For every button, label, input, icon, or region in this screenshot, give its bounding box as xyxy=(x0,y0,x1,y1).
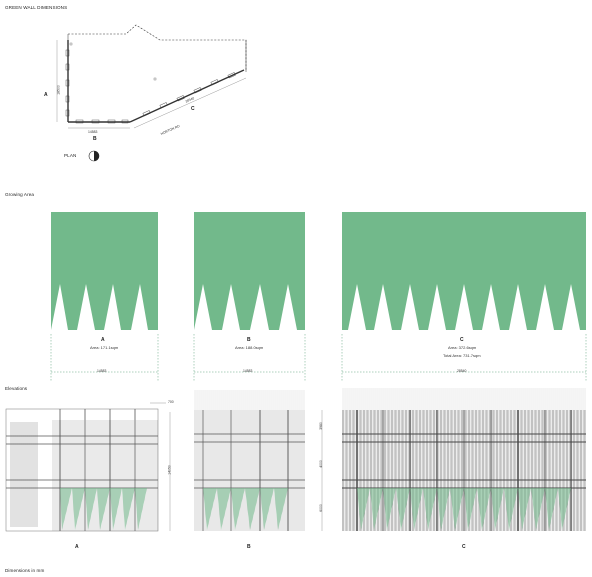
plan-side-c: C xyxy=(191,106,195,112)
footer-note: Dimensions in mm xyxy=(5,568,45,573)
panel-a-dim: 14583 xyxy=(97,369,107,373)
panel-c-letter: C xyxy=(460,337,464,343)
elevation-c xyxy=(321,388,586,531)
elevations-heading: Elevations xyxy=(5,386,28,391)
panel-b-area: Area: 188.0sqm xyxy=(235,345,264,350)
elevation-b xyxy=(194,390,305,531)
elevation-c-dim-2: 4000 xyxy=(318,460,323,468)
plan-side-b: B xyxy=(93,136,97,142)
plan-dim-b: 14583 xyxy=(88,130,98,134)
green-panel-c xyxy=(342,212,586,330)
elevation-a xyxy=(5,402,171,532)
elevation-dim-height: 14050 xyxy=(167,465,172,475)
elevation-label-b: B xyxy=(247,544,251,550)
plan-wall-c xyxy=(129,69,245,123)
panel-c-total: Total Area: 731.7sqm xyxy=(443,353,481,358)
panel-b-dim: 14583 xyxy=(243,369,253,373)
panel-a-area: Area: 171.1sqm xyxy=(90,345,119,350)
panel-a-letter: A xyxy=(101,337,105,343)
elevation-c-dim-3: 6000 xyxy=(318,504,323,512)
elevation-label-a: A xyxy=(75,544,79,550)
elevation-dim-top: 700 xyxy=(168,400,174,404)
panel-b-letter: B xyxy=(247,337,251,343)
elevation-c-dim-1: 3980 xyxy=(318,422,323,430)
page-title: GREEN WALL DIMENSIONS xyxy=(5,5,68,10)
plan-label: PLAN xyxy=(64,153,77,158)
green-panel-b xyxy=(194,212,305,330)
panel-c-area: Area: 372.6sqm xyxy=(448,345,477,350)
plan-side-a: A xyxy=(44,92,48,98)
elevation-label-c: C xyxy=(462,544,466,550)
growing-area-heading: Growing Area xyxy=(5,192,35,197)
panel-c-dim: 28540 xyxy=(457,369,467,373)
green-panel-a xyxy=(51,212,158,330)
